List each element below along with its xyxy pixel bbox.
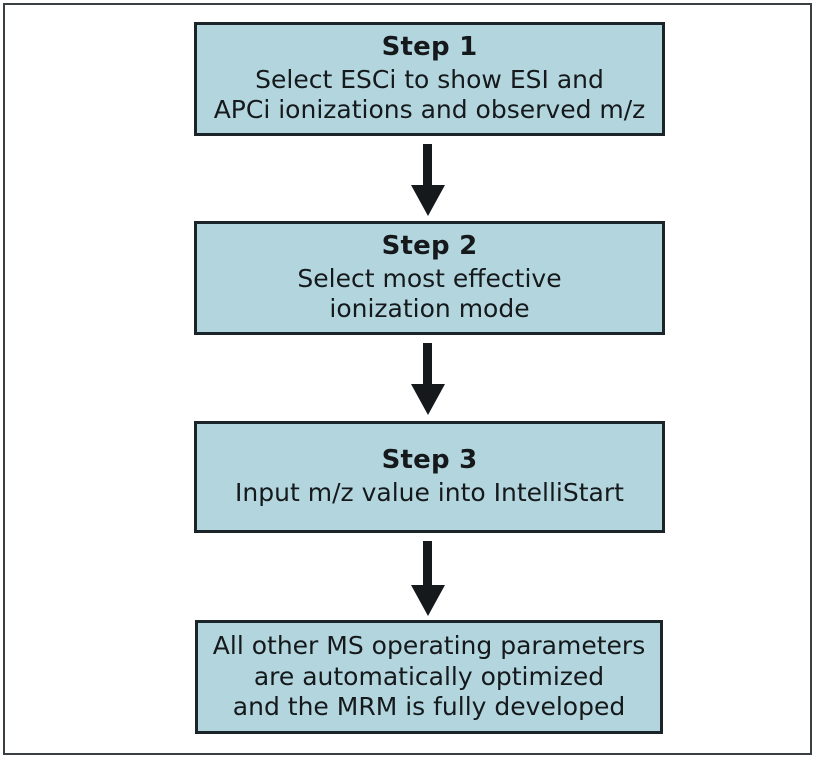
arrow-head (411, 185, 445, 216)
node-title: Step 1 (381, 32, 478, 63)
node-text-line: Select ESCi to show ESI and (255, 64, 604, 94)
down-arrow-icon (408, 541, 448, 617)
arrow-head (411, 585, 445, 616)
node-text-line: All other MS operating parameters (212, 631, 646, 661)
arrow-shaft (423, 144, 432, 187)
flowchart-node-step3: Step 3 Input m/z value into IntelliStart (194, 421, 665, 533)
arrow-head (411, 384, 445, 415)
flowchart-node-step1: Step 1 Select ESCi to show ESI and APCi … (194, 22, 665, 136)
node-title: Step 3 (381, 445, 478, 476)
arrow-shaft (423, 541, 432, 587)
node-title: Step 2 (381, 231, 478, 262)
flowchart-node-step2: Step 2 Select most effective ionization … (194, 221, 665, 335)
down-arrow-icon (408, 343, 448, 416)
flowchart-node-outcome: All other MS operating parameters are au… (195, 620, 663, 734)
down-arrow-icon (408, 144, 448, 216)
node-text-line: APCi ionizations and observed m/z (213, 95, 646, 125)
node-text-line: Select most effective (297, 263, 562, 293)
node-text-line: and the MRM is fully developed (232, 692, 626, 722)
node-text-line: are automatically optimized (253, 661, 605, 691)
node-text-line: Input m/z value into IntelliStart (235, 478, 624, 508)
node-text-line: ionization mode (329, 294, 530, 324)
arrow-shaft (423, 343, 432, 386)
